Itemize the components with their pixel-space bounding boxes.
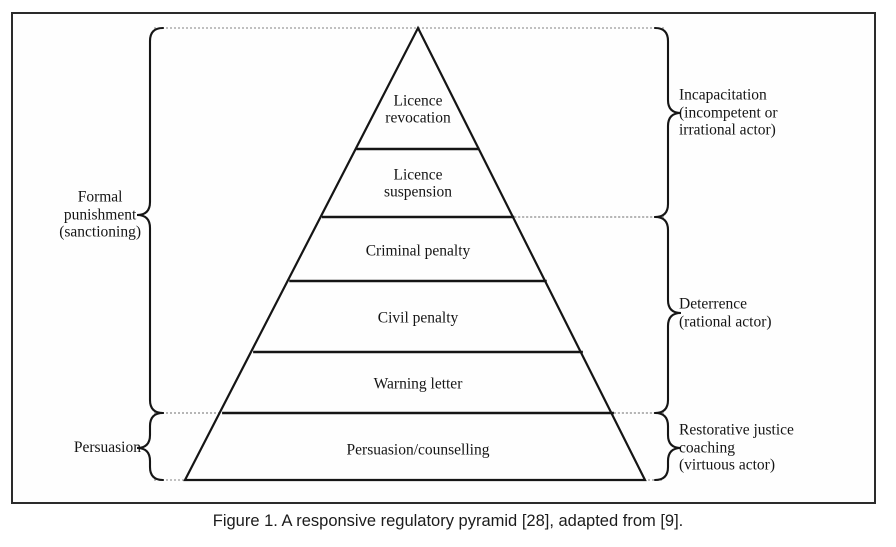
tier-label-licence-suspension: Licence suspension bbox=[383, 166, 453, 201]
tier-label-warning-letter: Warning letter bbox=[373, 375, 463, 393]
annotation-label-restorative-justice: Restorative justice coaching (virtuous a… bbox=[679, 421, 794, 474]
annotation-label-incapacitation: Incapacitation (incompetent or irrationa… bbox=[679, 86, 778, 139]
annotation-label-formal-punishment: Formal punishment (sanctioning) bbox=[59, 188, 141, 241]
tier-label-licence-revocation: Licence revocation bbox=[385, 92, 451, 127]
tier-label-criminal-penalty: Criminal penalty bbox=[365, 242, 471, 260]
annotation-label-deterrence: Deterrence (rational actor) bbox=[679, 295, 772, 330]
tier-label-civil-penalty: Civil penalty bbox=[377, 309, 459, 327]
figure-caption: Figure 1. A responsive regulatory pyrami… bbox=[212, 512, 684, 530]
annotation-label-persuasion: Persuasion bbox=[73, 439, 141, 457]
tier-label-persuasion-counselling: Persuasion/counselling bbox=[346, 441, 490, 459]
